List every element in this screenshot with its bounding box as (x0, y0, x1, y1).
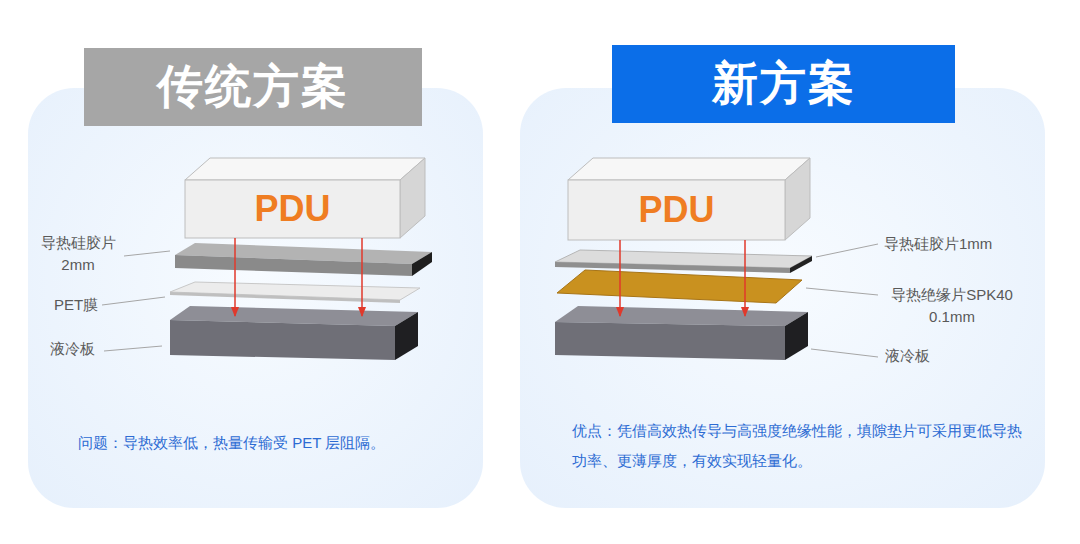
pdu-box: PDU (568, 180, 785, 240)
heat-flow-arrow (361, 238, 363, 316)
header-banner: 新方案 (612, 45, 955, 123)
header-title: 新方案 (712, 53, 856, 115)
part-label: 导热硅胶片 2mm (34, 232, 122, 276)
heat-flow-arrow (744, 240, 746, 316)
cold-plate (555, 306, 808, 360)
silicone-pad-2mm (175, 243, 432, 276)
part-label: PET膜 (54, 294, 114, 316)
part-name: 液冷板 (885, 345, 955, 367)
part-label: 导热硅胶片1mm (884, 233, 1024, 255)
header-title: 传统方案 (157, 56, 349, 118)
note-text: 问题：导热效率低，热量传输受 PET 层阻隔。 (78, 428, 468, 458)
pdu-label: PDU (254, 188, 330, 230)
cold-plate (170, 306, 418, 360)
header-banner: 传统方案 (84, 48, 422, 126)
part-label: 导热绝缘片SPK40 0.1mm (884, 284, 1020, 328)
silicone-pad-1mm (555, 250, 812, 273)
cold-plate-box: 液冷板 (555, 316, 785, 360)
cold-plate-box: 液冷板 (170, 316, 395, 360)
pdu-block (568, 158, 810, 240)
leader-lines (102, 251, 170, 351)
pet-film (170, 282, 420, 303)
note-text: 优点：凭借高效热传导与高强度绝缘性能，填隙垫片可采用更低导热功率、更薄厚度，有效… (572, 416, 1028, 476)
pdu-label: PDU (638, 189, 714, 231)
leader-lines (806, 244, 878, 357)
insulation-sheet-spk40 (557, 270, 802, 303)
heat-flow-arrow (234, 238, 236, 316)
pdu-box: PDU (185, 180, 400, 238)
part-name: 液冷板 (50, 338, 120, 360)
heat-flow-arrow (619, 240, 621, 316)
pdu-block (185, 158, 425, 238)
